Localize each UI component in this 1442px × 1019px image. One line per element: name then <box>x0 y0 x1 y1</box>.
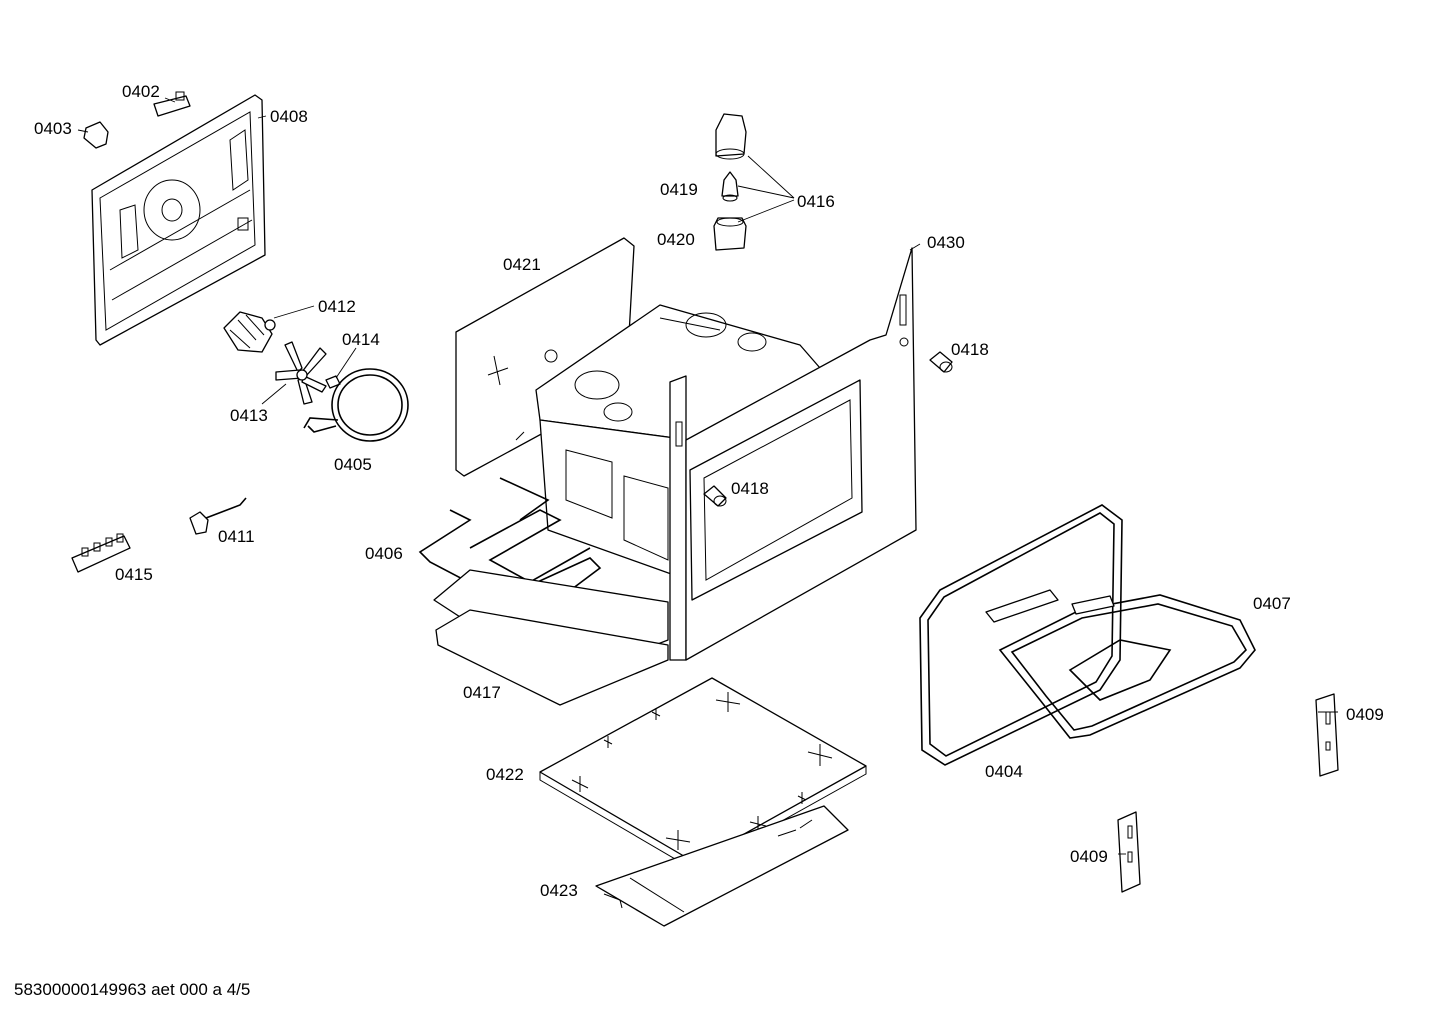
label-0411: 0411 <box>218 527 255 546</box>
part-0403-bracket <box>83 121 109 149</box>
label-0407: 0407 <box>1253 594 1291 613</box>
label-0405: 0405 <box>334 455 372 474</box>
part-labels: 0402 0403 0408 0412 0414 0413 0405 0411 … <box>34 82 1384 900</box>
part-0415-terminal-block <box>71 533 131 573</box>
document-id-footer: 58300000149963 aet 000 a 4/5 <box>14 980 251 999</box>
label-0413: 0413 <box>230 406 268 425</box>
label-0418-right: 0418 <box>951 340 989 359</box>
label-0409-upper: 0409 <box>1346 705 1384 724</box>
label-0402: 0402 <box>122 82 160 101</box>
label-0403: 0403 <box>34 119 72 138</box>
part-0413-fan-blade <box>275 341 327 405</box>
label-0412: 0412 <box>318 297 356 316</box>
label-0419: 0419 <box>660 180 698 199</box>
part-0423-bottom-tray <box>595 805 849 927</box>
label-0422: 0422 <box>486 765 524 784</box>
part-0412-fan-motor <box>223 311 276 353</box>
label-0430: 0430 <box>927 233 965 252</box>
part-0408-back-panel <box>91 94 266 346</box>
part-0419-bulb <box>721 171 739 202</box>
part-0417-insulation <box>433 569 669 706</box>
leader-lines <box>77 97 1338 855</box>
part-0407-grill-heater <box>985 589 1256 739</box>
label-0414: 0414 <box>342 330 380 349</box>
label-0415: 0415 <box>115 565 153 584</box>
label-0421: 0421 <box>503 255 541 274</box>
label-0409-lower: 0409 <box>1070 847 1108 866</box>
part-0411-sensor <box>189 497 247 535</box>
label-0417: 0417 <box>463 683 501 702</box>
label-0416: 0416 <box>797 192 835 211</box>
part-0404-door-seal <box>919 504 1123 766</box>
part-0430-front-frame <box>669 247 917 661</box>
label-0420: 0420 <box>657 230 695 249</box>
part-0402-connector <box>153 91 191 117</box>
part-0418-cap-front <box>703 485 727 507</box>
label-0408: 0408 <box>270 107 308 126</box>
part-0405-ring-heater <box>303 368 409 442</box>
label-0406: 0406 <box>365 544 403 563</box>
label-0418-front: 0418 <box>731 479 769 498</box>
part-0418-cap-right <box>929 351 953 373</box>
part-0420-lamp-cover <box>713 217 747 251</box>
label-0404: 0404 <box>985 762 1023 781</box>
label-0423: 0423 <box>540 881 578 900</box>
part-0416-lamp-holder <box>715 113 747 160</box>
part-0409-bracket-lower <box>1117 811 1141 893</box>
part-0409-bracket-upper <box>1315 693 1339 777</box>
